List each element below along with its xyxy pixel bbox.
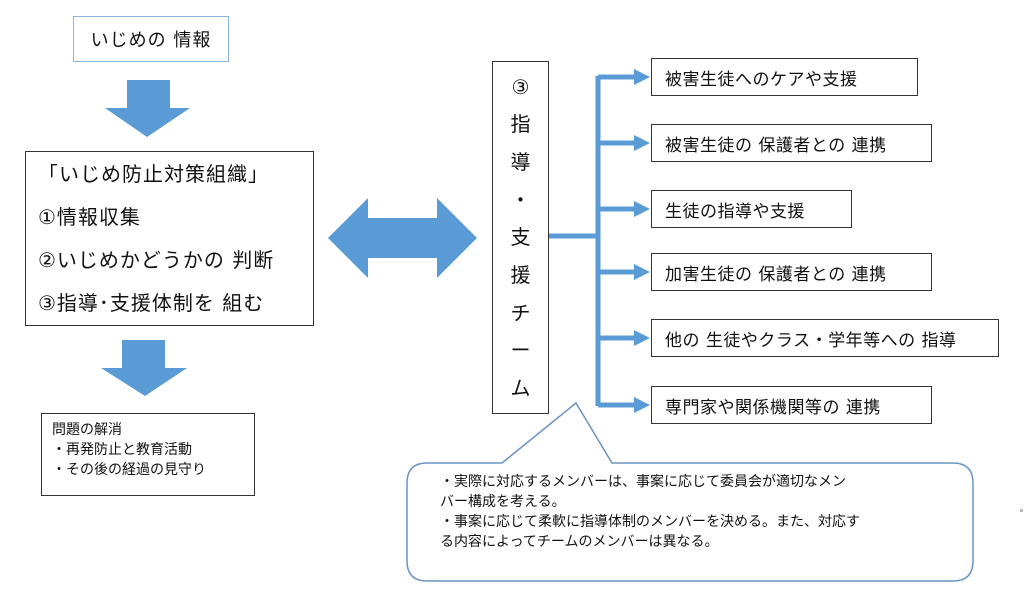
callout-text: ・実際に対応するメンバーは、事案に応じて委員会が適切なメン バー構成を考える。 … bbox=[440, 472, 960, 552]
arrowhead-icon bbox=[634, 201, 650, 217]
resolution-box: 問題の解消 ・再発防止と教育活動 ・その後の経過の見守り bbox=[41, 413, 255, 496]
callout-bubble bbox=[406, 401, 974, 582]
callout-line: る内容によってチームのメンバーは異なる。 bbox=[440, 534, 719, 550]
down-arrow-icon bbox=[101, 340, 187, 396]
team-char: ・ bbox=[510, 187, 531, 212]
info-box-label: いじめの 情報 bbox=[90, 30, 212, 51]
arrowhead-icon bbox=[634, 69, 650, 85]
callout-line: バー構成を考える。 bbox=[440, 494, 566, 510]
corner-dot bbox=[1020, 509, 1023, 512]
branch-box: 他の 生徒やクラス・学年等への 指導 bbox=[651, 319, 999, 357]
branch-box: 生徒の指導や支援 bbox=[651, 190, 852, 228]
team-char: ー bbox=[510, 338, 531, 363]
branch-box: 被害生徒の 保護者との 連携 bbox=[651, 124, 932, 162]
team-char: ③ bbox=[511, 74, 530, 99]
org-step: ②いじめかどうかの 判断 bbox=[38, 248, 275, 272]
team-char: 導 bbox=[510, 150, 531, 175]
resolution-item: ・その後の経過の見守り bbox=[52, 462, 206, 478]
branch-label: 生徒の指導や支援 bbox=[665, 201, 805, 222]
prevention-org-box: 「いじめ防止対策組織」 ①情報収集 ②いじめかどうかの 判断 ③指導･支援体制を… bbox=[25, 151, 314, 326]
team-char: 指 bbox=[510, 112, 531, 137]
branch-label: 被害生徒へのケアや支援 bbox=[665, 69, 858, 90]
team-char: 支 bbox=[510, 225, 531, 250]
branch-arrows bbox=[598, 69, 650, 413]
team-char: チ bbox=[510, 300, 531, 325]
down-arrow-icon bbox=[105, 80, 190, 137]
resolution-item: ・再発防止と教育活動 bbox=[52, 442, 192, 458]
team-char: 援 bbox=[510, 263, 531, 288]
arrowhead-icon bbox=[634, 397, 650, 413]
support-team-box: ③ 指 導 ・ 支 援 チ ー ム bbox=[492, 61, 549, 414]
arrowhead-icon bbox=[634, 264, 650, 280]
branch-label: 加害生徒の 保護者との 連携 bbox=[665, 264, 887, 285]
branch-box: 専門家や関係機関等の 連携 bbox=[651, 386, 932, 424]
callout-line: ・実際に対応するメンバーは、事案に応じて委員会が適切なメン bbox=[440, 474, 846, 490]
branch-label: 専門家や関係機関等の 連携 bbox=[665, 397, 881, 418]
arrowhead-icon bbox=[634, 135, 650, 151]
branch-box: 被害生徒へのケアや支援 bbox=[651, 58, 918, 96]
org-step: ①情報収集 bbox=[38, 205, 141, 229]
branch-label: 他の 生徒やクラス・学年等への 指導 bbox=[665, 330, 957, 351]
callout-line: ・事案に応じて柔軟に指導体制のメンバーを決める。また、対応す bbox=[440, 514, 860, 530]
resolution-title: 問題の解消 bbox=[52, 422, 122, 438]
arrowhead-icon bbox=[634, 330, 650, 346]
branch-box: 加害生徒の 保護者との 連携 bbox=[651, 253, 932, 291]
branch-label: 被害生徒の 保護者との 連携 bbox=[665, 135, 887, 156]
bullying-info-box: いじめの 情報 bbox=[73, 16, 229, 62]
org-step: ③指導･支援体制を 組む bbox=[38, 291, 265, 315]
team-char: ム bbox=[510, 376, 531, 401]
org-title: 「いじめ防止対策組織」 bbox=[38, 162, 269, 186]
left-right-arrow-icon bbox=[328, 198, 477, 278]
